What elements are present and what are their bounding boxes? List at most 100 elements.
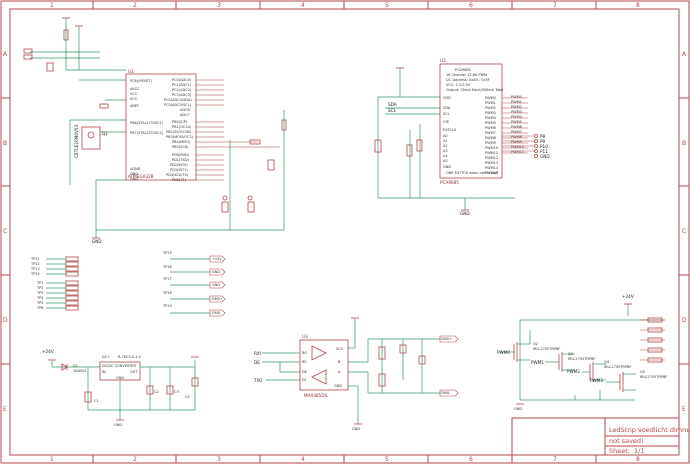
pca-pin-extclk: EXTCLK <box>443 128 457 132</box>
row-label-left-d: D <box>3 317 8 324</box>
pca-pin-a0: A0 <box>443 134 448 138</box>
pca-net-pwm2: PWM2 <box>511 105 522 109</box>
pca-side-connector: P8 P9 P10 P11 GND <box>502 134 550 159</box>
mcu-pin-xtal2: PB7(XTAL2/TOSC2) <box>130 131 164 135</box>
pca-net-pwm5: PWM5 <box>511 120 522 124</box>
mosfet-section: +24V GND Q2 IRLL2705TRPBF PWM0 <box>497 294 667 411</box>
mcu-pin-pc2: PC2(ADC2) <box>172 88 192 92</box>
pca-pin-a5: A5 <box>443 159 448 163</box>
tp-net-24v: +24V <box>212 257 222 261</box>
decoupling-cap <box>46 62 54 72</box>
pca-pin-pwm15: PWM15 <box>485 171 498 175</box>
col-label-top-6: 6 <box>469 2 473 9</box>
psu-resistor <box>191 377 199 387</box>
tp3-label: TP3 <box>36 291 43 295</box>
mosfet-q3: Q3 IRLL2705TRPBF PWM1 <box>531 352 595 372</box>
scl-label: SCL <box>388 108 397 113</box>
pca-net-pwm11: PWM11 <box>511 150 524 154</box>
tp-group-2: TP1 TP2 TP3 TP4 TP5 TP6 <box>36 280 79 311</box>
tp-net-gnd2: GND <box>212 283 220 287</box>
mosfet-q2: Q2 IRLL2705TRPBF PWM0 <box>497 330 560 362</box>
reset-resistor <box>63 29 69 41</box>
max485-pin-vcc: VCC <box>336 347 344 351</box>
pca-pin-sda: SDA <box>443 106 451 110</box>
title-block-sheet-value: 1/1 <box>634 447 644 455</box>
q5-part: IRLL2705TRPBF <box>640 375 667 379</box>
mcu-right-wires: GND <box>92 79 287 244</box>
pca-desc-3: I2C Address: 0x40 - 0x5F <box>446 78 490 82</box>
tp12-label: TP12 <box>30 262 40 266</box>
mcu-right-pins: PC0(ADC0) PC1(ADC1) PC2(ADC2) PC3(ADC3) … <box>164 78 194 182</box>
column-markers: 1 2 3 4 5 6 7 8 1 2 3 4 5 6 7 8 <box>50 1 640 463</box>
cap-c4-label: C4 <box>185 395 190 399</box>
col-label-bottom-1: 1 <box>50 456 54 463</box>
pca-gnd-label: GND <box>460 211 470 216</box>
side-label-gnd: GND <box>540 154 550 159</box>
pca-desc-6: ONE EXTTCK when not in use! <box>446 171 498 175</box>
pca-pin-scl: SCL <box>443 112 450 116</box>
mcu-gnd-label: GND <box>92 239 102 244</box>
pca-net-pwm10: PWM10 <box>511 145 524 149</box>
col-label-top-7: 7 <box>553 2 557 9</box>
mcu-pin-pb3: PB3(MOSI/OC2) <box>166 135 194 139</box>
row-label-right-b: B <box>682 140 686 147</box>
pca-pin-a3: A3 <box>443 149 448 153</box>
mcu-name: ATMEGA328 <box>128 174 154 179</box>
col-label-bottom-5: 5 <box>385 456 389 463</box>
pca-pin-pwm6: PWM6 <box>485 126 496 130</box>
output-connector <box>640 317 665 363</box>
title-block-status: not saved! <box>609 437 644 445</box>
max485-chip <box>299 339 349 391</box>
col-label-top-1: 1 <box>50 2 54 9</box>
q2-part: IRLL2705TRPBF <box>533 347 560 351</box>
mcu-section: CSTCE16M0V53 Q1 U1 ATMEGA328 PC6(/RESET)… <box>23 17 287 244</box>
row-label-left-a: A <box>3 51 8 58</box>
mcu-pin-avcc: AVCC <box>130 87 140 91</box>
cap-c1-label: C1 <box>94 399 99 403</box>
q3-input: PWM1 <box>531 360 544 365</box>
mosfet-q5: Q5 IRLL2705TRPBF PWM3 <box>590 370 667 392</box>
pca-net-pwm9: PWM9 <box>511 140 522 144</box>
row-label-right-c: C <box>682 228 686 235</box>
tp14-label: TP14 <box>30 272 40 276</box>
dmx-minus-label: DMX- <box>441 391 451 395</box>
tp-net-dmxm: DMX- <box>212 311 222 315</box>
pca-pin-pwm5: PWM5 <box>485 121 496 125</box>
title-block-sheet-label: Sheet: <box>609 447 630 455</box>
max485-pin-re: RE <box>302 360 307 364</box>
pca-net-pwm4: PWM4 <box>511 115 523 119</box>
pca-pin-pwm1: PWM1 <box>485 101 496 105</box>
tp4-label: TP4 <box>36 296 44 300</box>
termination-resistor <box>378 346 386 360</box>
dcdc-part: R-78C5.0-1.0 <box>118 355 141 359</box>
pca-pin-pwm4: PWM4 <box>485 116 497 120</box>
dcdc-out: OUT <box>130 370 138 374</box>
max485-name: MAX485DIL <box>304 393 329 398</box>
pca-pin-pwm8: PWM8 <box>485 136 496 140</box>
resonator-ref: Q1 <box>102 131 108 136</box>
row-label-right-d: D <box>682 317 687 324</box>
pca-pin-pwm3: PWM3 <box>485 111 496 115</box>
mcu-pin-pd3: PD3(INT1) <box>170 168 188 172</box>
sda-label: SDA <box>388 102 397 107</box>
rs485-section: RXI DE TXO U3 MAX485DIL RO RE DE DI VCC … <box>253 317 459 431</box>
max485-ref: U3 <box>302 334 308 339</box>
pca-pin-pwm2: PWM2 <box>485 106 496 110</box>
col-label-bottom-7: 7 <box>553 456 557 463</box>
side-label-p8: P8 <box>540 134 546 139</box>
pca-ref: U2 <box>440 58 446 63</box>
pca-pin-pwm10: PWM10 <box>485 146 498 150</box>
psu-cap-in <box>84 391 92 403</box>
psu-cap-out-2 <box>166 385 174 395</box>
header-pin-1 <box>23 48 33 54</box>
max485-pin-a: A <box>338 370 341 374</box>
tp18-label: TP18 <box>162 291 172 295</box>
resonator-label: CSTCE16M0V53 <box>74 124 79 158</box>
header-pin-2 <box>23 54 33 60</box>
drawing-frame <box>9 8 680 456</box>
pca-output-nets: PWM0 PWM1 PWM2 PWM3 PWM4 PWM5 PWM6 PWM7 … <box>502 95 528 154</box>
q3-part: IRLL2705TRPBF <box>568 357 595 361</box>
pca-left-pins: VDD SDA SCL /OE EXTCLK A0 A1 A2 A3 A4 A5… <box>443 96 457 169</box>
pca-pin-pwm9: PWM9 <box>485 141 496 145</box>
